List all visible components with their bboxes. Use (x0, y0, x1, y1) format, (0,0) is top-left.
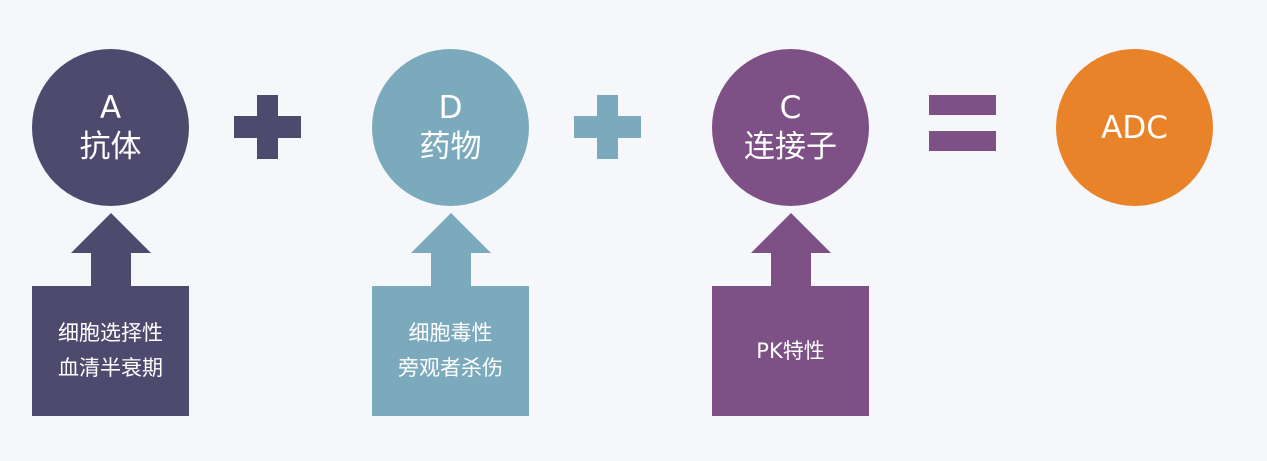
up-arrow-icon (71, 213, 151, 287)
linker-name: 连接子 (744, 128, 837, 165)
feature-text: PK特性 (756, 338, 825, 363)
plus-icon (574, 95, 641, 159)
linker-letter: C (779, 89, 802, 126)
up-arrow-icon (411, 213, 491, 287)
feature-text: 细胞选择性 (58, 321, 163, 345)
up-arrow-icon (751, 213, 831, 287)
equals-icon (929, 95, 996, 151)
antibody-name: 抗体 (79, 128, 142, 165)
linker-features-box: PK特性 (712, 286, 869, 416)
plus-icon (234, 95, 301, 159)
antibody-circle: A 抗体 (32, 49, 189, 206)
feature-text: 血清半衰期 (58, 356, 163, 380)
drug-letter: D (438, 89, 463, 126)
drug-name: 药物 (419, 128, 482, 165)
feature-text: 细胞毒性 (408, 321, 493, 345)
feature-text: 旁观者杀伤 (398, 356, 503, 380)
antibody-letter: A (99, 89, 122, 126)
adc-circle: ADC (1056, 49, 1213, 206)
linker-circle: C 连接子 (712, 49, 869, 206)
drug-circle: D 药物 (372, 49, 529, 206)
drug-features-box: 细胞毒性 旁观者杀伤 (372, 286, 529, 416)
antibody-features-box: 细胞选择性 血清半衰期 (32, 286, 189, 416)
adc-label: ADC (1101, 109, 1168, 146)
